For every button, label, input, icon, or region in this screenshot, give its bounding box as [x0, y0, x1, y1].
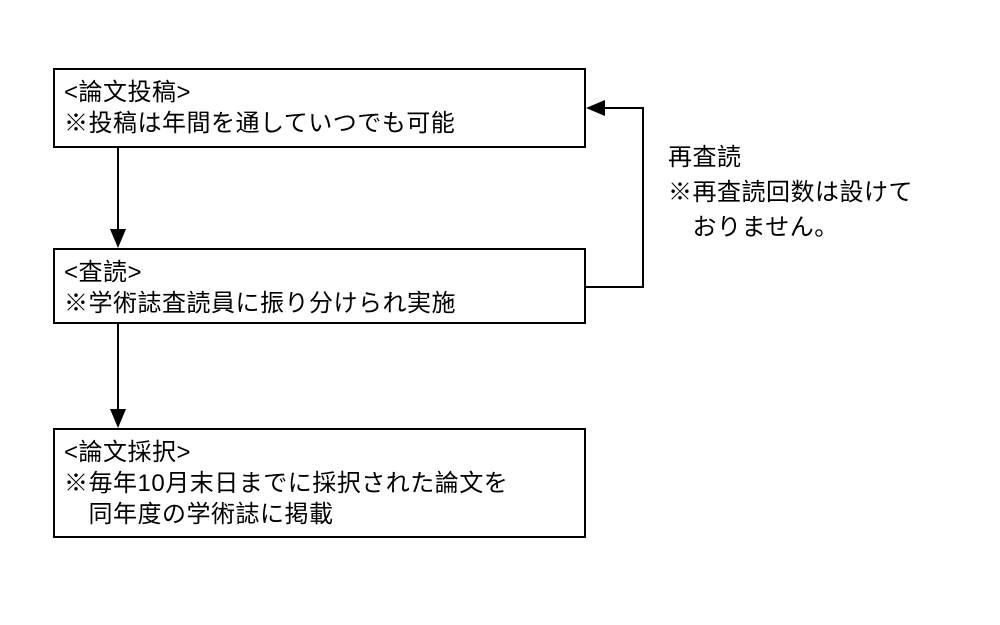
re-review-note-title: 再査読 — [668, 144, 742, 171]
submission-box: <論文投稿> ※投稿は年間を通していつでも可能 — [53, 68, 586, 148]
acceptance-box-note-line1: ※毎年10月末日までに採択された論文を — [64, 470, 509, 497]
re-review-note-line2: おりません。 — [668, 214, 839, 241]
arrow-review-to-acceptance-icon — [110, 323, 126, 428]
re-review-note-line1: ※再査読回数は設けて — [668, 179, 913, 206]
arrow-submission-to-review-icon — [110, 147, 126, 248]
re-review-note: 再査読 ※再査読回数は設けて おりません。 — [668, 140, 913, 245]
submission-box-title: <論文投稿> — [64, 79, 192, 106]
acceptance-box-note-line2: 同年度の学術誌に掲載 — [64, 501, 334, 528]
submission-box-note: ※投稿は年間を通していつでも可能 — [64, 110, 456, 137]
review-box-note: ※学術誌査読員に振り分けられ実施 — [64, 290, 456, 317]
acceptance-box: <論文採択> ※毎年10月末日までに採択された論文を 同年度の学術誌に掲載 — [53, 428, 586, 538]
arrow-re-review-loop-icon — [585, 100, 644, 288]
acceptance-box-title: <論文採択> — [64, 439, 192, 466]
review-box-title: <査読> — [64, 259, 143, 286]
review-box: <査読> ※学術誌査読員に振り分けられ実施 — [53, 248, 586, 324]
